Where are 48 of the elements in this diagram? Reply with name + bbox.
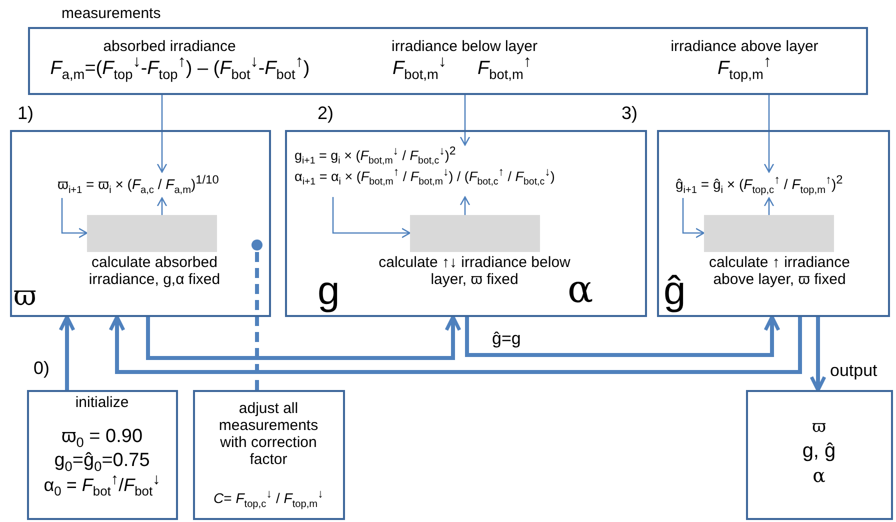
formula: α$_{i+1}$ = α$_{i}$ × (F$_{bot,m}$$^{↑}$ / F$_{bot,m}$$^{↓}$) / (F$_{bot,c}$$^{↑}$ / F$_{bot,c}$$^{↓}$) [294,168,556,184]
correction-box [193,390,345,520]
section-heading: measurements [62,4,162,22]
arrow [465,315,780,357]
formula: g$_{i+1}$ = g$_{i}$ × (F$_{bot,m}$$^{↓}$ / F$_{bot,c}$$^{↓}$)$^{2}$ [294,148,457,164]
formula: ϖ$_{i+1}$ = ϖ$_{i}$ × (F$_{a,c}$ / F$_{a,m}$)$^{1/10}$ [58,176,220,192]
caption-text: absorbed irradiance [102,38,237,55]
edge-label: output [828,362,880,381]
caption-text: calculate ↑ irradiance above layer, ϖ fixed [708,254,851,288]
formula: g$_{0}$=ĝ$_{0}$=0.75 [53,450,151,472]
caption-text: calculate ↑↓ irradiance below layer, ϖ fixed [378,254,570,288]
symbol: ĝ [664,268,687,314]
step-number: 1) [18,102,35,124]
caption-text: calculate absorbed irradiance, g,α fixed [88,254,222,288]
caption-text: irradiance above layer [670,38,820,55]
dashed-connector [252,240,262,390]
arrow [146,315,462,360]
formula: F$_{a,m}$=(F$_{top}$$^{↓}$-F$_{top}$$^{↑}$) – (F$_{bot}$$^{↓}$-F$_{bot}$$^{↑}$) [49,58,311,80]
step-number: 2) [318,102,335,124]
step-number: 0) [34,358,51,378]
symbol: α [568,268,594,312]
formula: ϖ$_{0}$ = 0.90 [60,426,144,448]
model-box [410,214,540,252]
arrow [810,317,826,392]
symbol: ϖ [14,280,38,312]
arrow [460,95,470,146]
arrow [58,315,76,390]
symbol: α [812,466,826,488]
edge-label: ĝ=g [490,330,523,349]
arrow [460,196,470,215]
arrow [156,197,168,215]
arrow [156,95,168,173]
step-number: 3) [622,102,639,124]
arrow [332,197,411,238]
caption-text: adjust all measurements with correction factor [218,400,320,468]
model-box [86,214,216,252]
arrow [764,95,774,173]
arrow [682,198,705,238]
arrow [61,198,88,238]
output-box [746,390,893,520]
symbol: ϖ [811,418,827,438]
caption-text: initialize [74,394,130,411]
arrow [108,315,802,374]
symbol: g, ĝ [801,440,837,462]
symbol: g [318,268,341,314]
caption-text: irradiance below layer [390,38,538,55]
model-box [704,214,834,252]
arrow [764,197,774,215]
